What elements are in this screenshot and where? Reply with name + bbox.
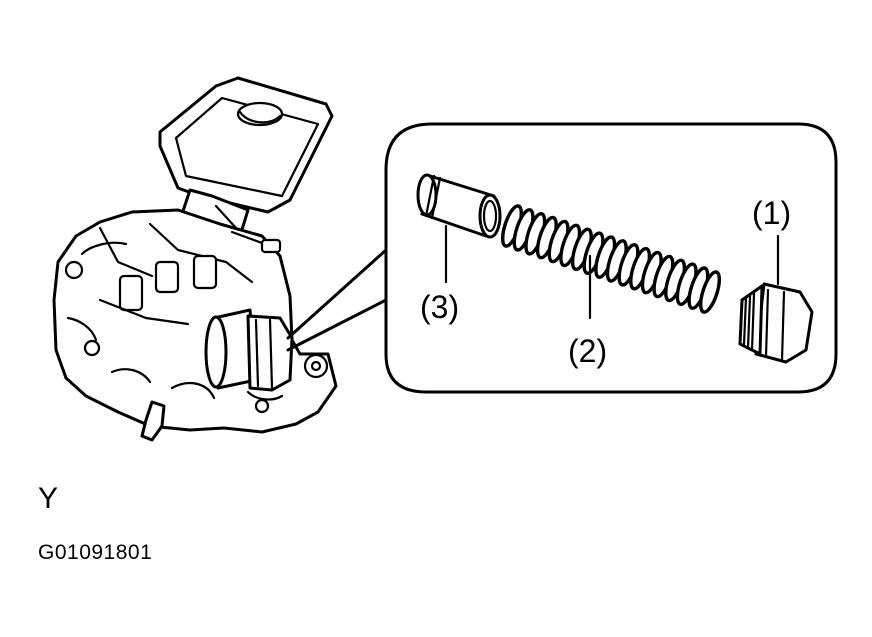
sleeve-part (416, 173, 502, 239)
threaded-plug-part (738, 282, 814, 364)
spring-coil (699, 270, 721, 314)
callout-box (384, 122, 838, 394)
plug-label: (1) (752, 195, 791, 231)
figure-letter: Y (38, 482, 59, 515)
callout-leader (286, 248, 388, 352)
valve-body-assembly (52, 76, 338, 442)
spring-label: (2) (568, 333, 607, 369)
figure-code: G01091801 (38, 541, 153, 564)
sleeve-label: (3) (420, 289, 459, 325)
coil-spring-part (501, 204, 721, 314)
